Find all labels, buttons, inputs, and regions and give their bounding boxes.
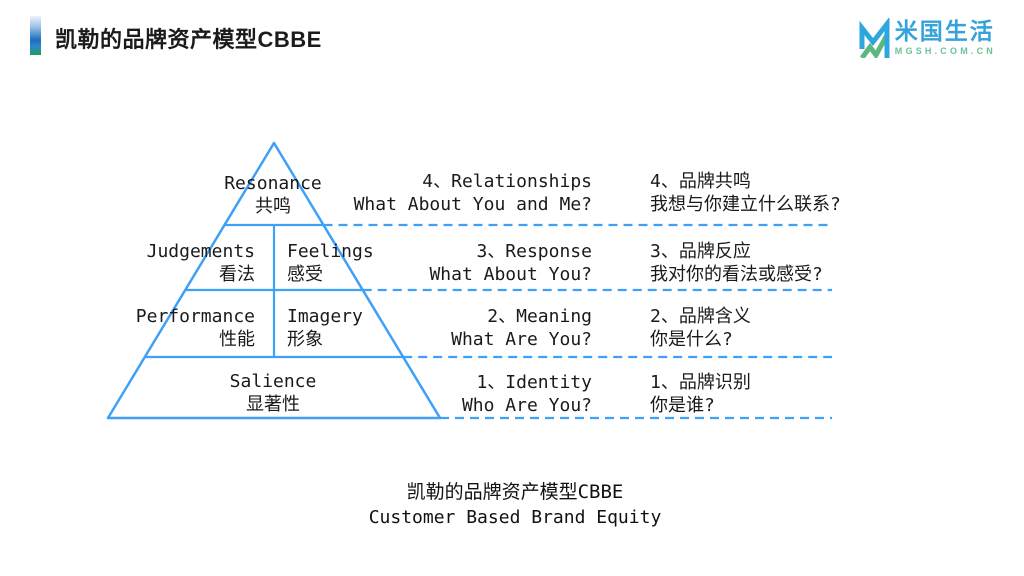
stage-3-zh: 3、品牌反应 我对你的看法或感受? <box>650 240 823 286</box>
resonance-zh: 共鸣 <box>255 196 291 217</box>
feelings-en: Feelings <box>287 241 374 262</box>
logo-brand-text: 米国生活 <box>894 18 995 44</box>
stage-1-zh: 1、品牌识别 你是谁? <box>650 371 751 417</box>
feelings-zh: 感受 <box>287 264 323 285</box>
caption-line-en: Customer Based Brand Equity <box>368 507 662 528</box>
pyramid-label-imagery: Imagery 形象 <box>287 305 363 351</box>
pyramid-outline <box>106 141 442 420</box>
stage-1-label-zh: 1、品牌识别 <box>650 372 751 393</box>
stage-1-question-zh: 你是谁? <box>650 395 715 416</box>
resonance-en: Resonance <box>224 173 322 194</box>
title-accent-bar <box>30 16 41 55</box>
stage-1-label-en: 1、Identity <box>476 372 592 393</box>
stage-1-question-en: Who Are You? <box>461 395 592 416</box>
stage-2-label-en: 2、Meaning <box>487 306 592 327</box>
performance-zh: 性能 <box>219 329 255 350</box>
pyramid-label-resonance: Resonance 共鸣 <box>173 172 373 218</box>
pyramid-label-judgements: Judgements 看法 <box>147 240 255 286</box>
stage-4-zh: 4、品牌共鸣 我想与你建立什么联系? <box>650 170 841 216</box>
logo-domain-text: MGSH.COM.CN <box>894 46 996 56</box>
stage-4-label-en: 4、Relationships <box>422 171 592 192</box>
stage-2-label-zh: 2、品牌含义 <box>650 306 751 327</box>
stage-3-question-zh: 我对你的看法或感受? <box>650 264 823 285</box>
stage-2-question-zh: 你是什么? <box>650 329 733 350</box>
page-title: 凯勒的品牌资产模型CBBE <box>55 27 322 52</box>
diagram-caption: 凯勒的品牌资产模型CBBE Customer Based Brand Equit… <box>215 479 815 531</box>
stage-3-label-zh: 3、品牌反应 <box>650 241 751 262</box>
judgements-en: Judgements <box>146 241 255 262</box>
stage-2-zh: 2、品牌含义 你是什么? <box>650 305 751 351</box>
stage-2-question-en: What Are You? <box>451 329 592 350</box>
stage-3-en: 3、Response What About You? <box>429 240 592 286</box>
stage-1-en: 1、Identity Who Are You? <box>462 371 592 417</box>
logo-m-icon <box>856 16 892 62</box>
imagery-zh: 形象 <box>287 329 323 350</box>
pyramid-label-feelings: Feelings 感受 <box>287 240 374 286</box>
pyramid-label-performance: Performance 性能 <box>136 305 255 351</box>
performance-en: Performance <box>135 306 255 327</box>
stage-3-label-en: 3、Response <box>476 241 592 262</box>
stage-3-question-en: What About You? <box>429 264 592 285</box>
stage-2-en: 2、Meaning What Are You? <box>451 305 592 351</box>
salience-en: Salience <box>229 371 317 392</box>
stage-4-en: 4、Relationships What About You and Me? <box>354 170 592 216</box>
salience-zh: 显著性 <box>246 394 300 415</box>
judgements-zh: 看法 <box>219 264 255 285</box>
pyramid-label-salience: Salience 显著性 <box>173 370 373 416</box>
stage-4-question-zh: 我想与你建立什么联系? <box>650 194 841 215</box>
imagery-en: Imagery <box>287 306 363 327</box>
caption-line-zh: 凯勒的品牌资产模型CBBE <box>406 481 624 503</box>
stage-4-label-zh: 4、品牌共鸣 <box>650 171 751 192</box>
brand-logo: 米国生活 MGSH.COM.CN <box>856 16 996 62</box>
stage-4-question-en: What About You and Me? <box>353 194 592 215</box>
